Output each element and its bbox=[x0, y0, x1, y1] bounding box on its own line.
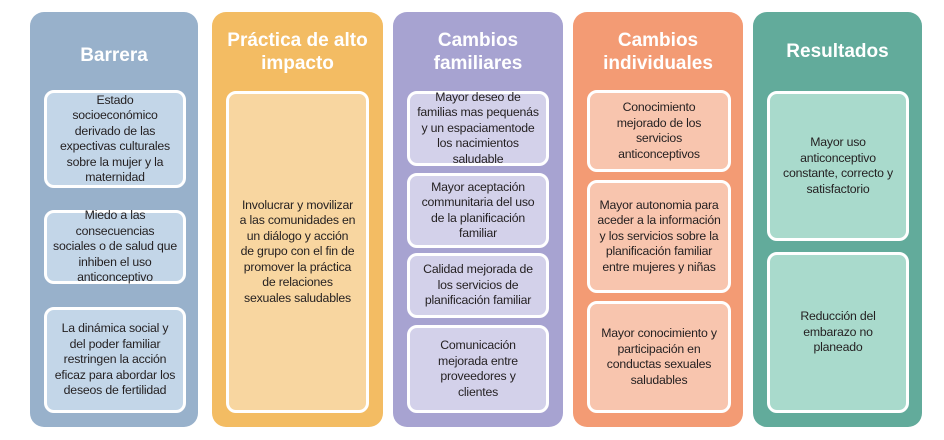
column-title: Cambios individuales bbox=[603, 30, 713, 74]
individual-change-box: Mayor autonomia para aceder a la informa… bbox=[587, 180, 731, 293]
family-change-box: Mayor aceptación communitaria del uso de… bbox=[407, 173, 549, 248]
column-title: Barrera bbox=[80, 45, 148, 66]
family-change-box: Mayor deseo de familias mas pequenás y u… bbox=[407, 90, 549, 166]
column-resultados: Resultados Mayor uso anticonceptivo cons… bbox=[753, 12, 922, 427]
individual-change-box: Mayor conocimiento y participación en co… bbox=[587, 301, 731, 413]
column-barrera: Barrera Estado socioeconómico derivado d… bbox=[30, 12, 198, 427]
practice-box: Involucrar y movilizar a las comunidades… bbox=[226, 91, 369, 413]
result-box: Reducción del embarazo no planeado bbox=[767, 252, 909, 413]
column-cambios-individuales: Cambios individuales Conocimiento mejora… bbox=[573, 12, 743, 427]
column-title: Cambios familiares bbox=[433, 30, 523, 74]
result-box: Mayor uso anticonceptivo constante, corr… bbox=[767, 91, 909, 241]
barrier-box: Estado socioeconómico derivado de las ex… bbox=[44, 90, 186, 188]
column-cambios-familiares: Cambios familiares Mayor deseo de famili… bbox=[393, 12, 563, 427]
barrier-box: La dinámica social y del poder familiar … bbox=[44, 307, 186, 413]
column-practica: Práctica de alto impacto Involucrar y mo… bbox=[212, 12, 383, 427]
column-title: Resultados bbox=[786, 41, 889, 62]
barrier-box: Miedo a las consecuencias sociales o de … bbox=[44, 208, 186, 284]
family-change-box: Comunicación mejorada entre proveedores … bbox=[407, 325, 549, 413]
family-change-box: Calidad mejorada de los servicios de pla… bbox=[407, 253, 549, 318]
individual-change-box: Conocimiento mejorado de los servicios a… bbox=[587, 90, 731, 172]
column-title: Práctica de alto impacto bbox=[227, 30, 368, 74]
